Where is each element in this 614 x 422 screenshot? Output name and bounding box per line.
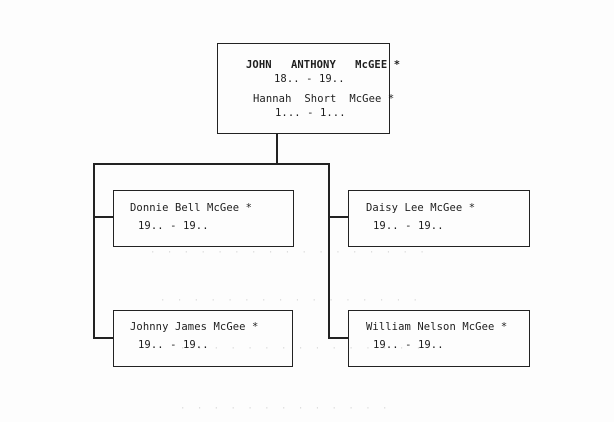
branch-johnny	[93, 337, 113, 339]
spouse-name: Hannah Short McGee *	[253, 93, 395, 105]
root-name: JOHN ANTHONY McGEE *	[246, 59, 401, 71]
branch-donnie	[93, 216, 113, 218]
child-dates: 19.. - 19..	[373, 220, 444, 232]
child-name: William Nelson McGee *	[366, 321, 508, 333]
child-name: Daisy Lee McGee *	[366, 202, 476, 214]
child-name: Donnie Bell McGee *	[130, 202, 253, 214]
right-trunk	[328, 163, 330, 338]
show-through-mark: · · · · · · · · · · · · · · · ·	[160, 296, 421, 306]
branch-daisy	[328, 216, 348, 218]
show-through-mark: · · · · · · · · · · · · ·	[180, 404, 391, 414]
root-drop-line	[276, 134, 278, 164]
child-dates: 19.. - 19..	[138, 220, 209, 232]
root-dates: 18.. - 19..	[274, 73, 345, 85]
root-person-box	[217, 43, 390, 134]
branch-william	[328, 337, 348, 339]
child-box-daisy	[348, 190, 530, 247]
child-box-johnny	[113, 310, 293, 367]
child-box-william	[348, 310, 530, 367]
child-dates: 19.. - 19..	[138, 339, 209, 351]
show-through-mark: · · · · · · · · · · · · · · ·	[180, 344, 425, 354]
child-dates: 19.. - 19..	[373, 339, 444, 351]
spouse-dates: 1... - 1...	[275, 107, 346, 119]
left-trunk	[93, 163, 95, 338]
show-through-mark: · · · · · · · · · · · · · · · · ·	[150, 248, 428, 258]
child-name: Johnny James McGee *	[130, 321, 259, 333]
child-box-donnie	[113, 190, 294, 247]
sibling-bar	[93, 163, 329, 165]
